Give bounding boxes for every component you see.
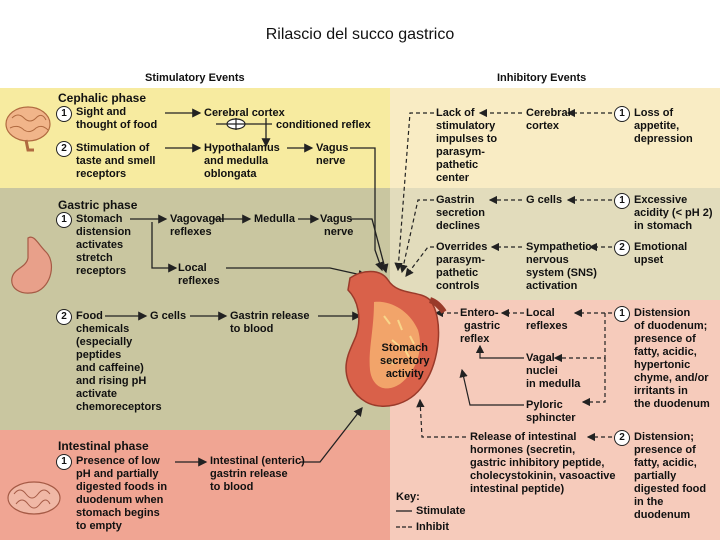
page-title: Rilascio del succo gastrico — [265, 26, 455, 43]
intestinal-step-1: 1 — [56, 454, 72, 470]
gastric-phase-title: Gastric phase — [58, 198, 138, 212]
inhibitory-step-1a: 1 — [614, 106, 630, 122]
cephalic-step-2: 2 — [56, 141, 72, 157]
cerebral-cortex-label: Cerebral cortex — [204, 107, 285, 119]
cephalic-phase-title: Cephalic phase — [58, 91, 147, 105]
intestine-icon — [7, 481, 61, 515]
small-stomach-icon — [11, 236, 53, 294]
inhibitory-step-1c: 1 — [614, 306, 630, 322]
key-inhibit: Inhibit — [416, 521, 449, 533]
intestinal-phase-title: Intestinal phase — [58, 439, 149, 453]
brain-icon — [5, 106, 51, 152]
inhibitory-top-panel — [390, 88, 720, 188]
stimulatory-header: Stimulatory Events — [145, 72, 245, 84]
inhibitory-g-cells-label: G cells — [526, 194, 563, 206]
inhibitory-middle-panel — [390, 188, 720, 300]
medulla-label: Medulla — [254, 213, 295, 225]
key-stimulate: Stimulate — [416, 505, 466, 517]
gastric-step-2: 2 — [56, 309, 72, 325]
inhibitory-bottom-panel — [390, 300, 720, 540]
inhibitory-step-2b: 2 — [614, 430, 630, 446]
inhibitory-step-2a: 2 — [614, 240, 630, 256]
inhibitory-step-1b: 1 — [614, 193, 630, 209]
key-title: Key: — [396, 491, 420, 503]
gastric-g-cells-label: G cells — [150, 310, 187, 322]
stomach-icon — [345, 270, 447, 407]
gastric-step-1: 1 — [56, 212, 72, 228]
cephalic-step-1: 1 — [56, 106, 72, 122]
inhibitory-header: Inhibitory Events — [497, 72, 587, 84]
cephalic-panel — [0, 88, 390, 188]
intestinal-panel — [0, 430, 390, 540]
conditioned-reflex-label: conditioned reflex — [276, 119, 371, 131]
